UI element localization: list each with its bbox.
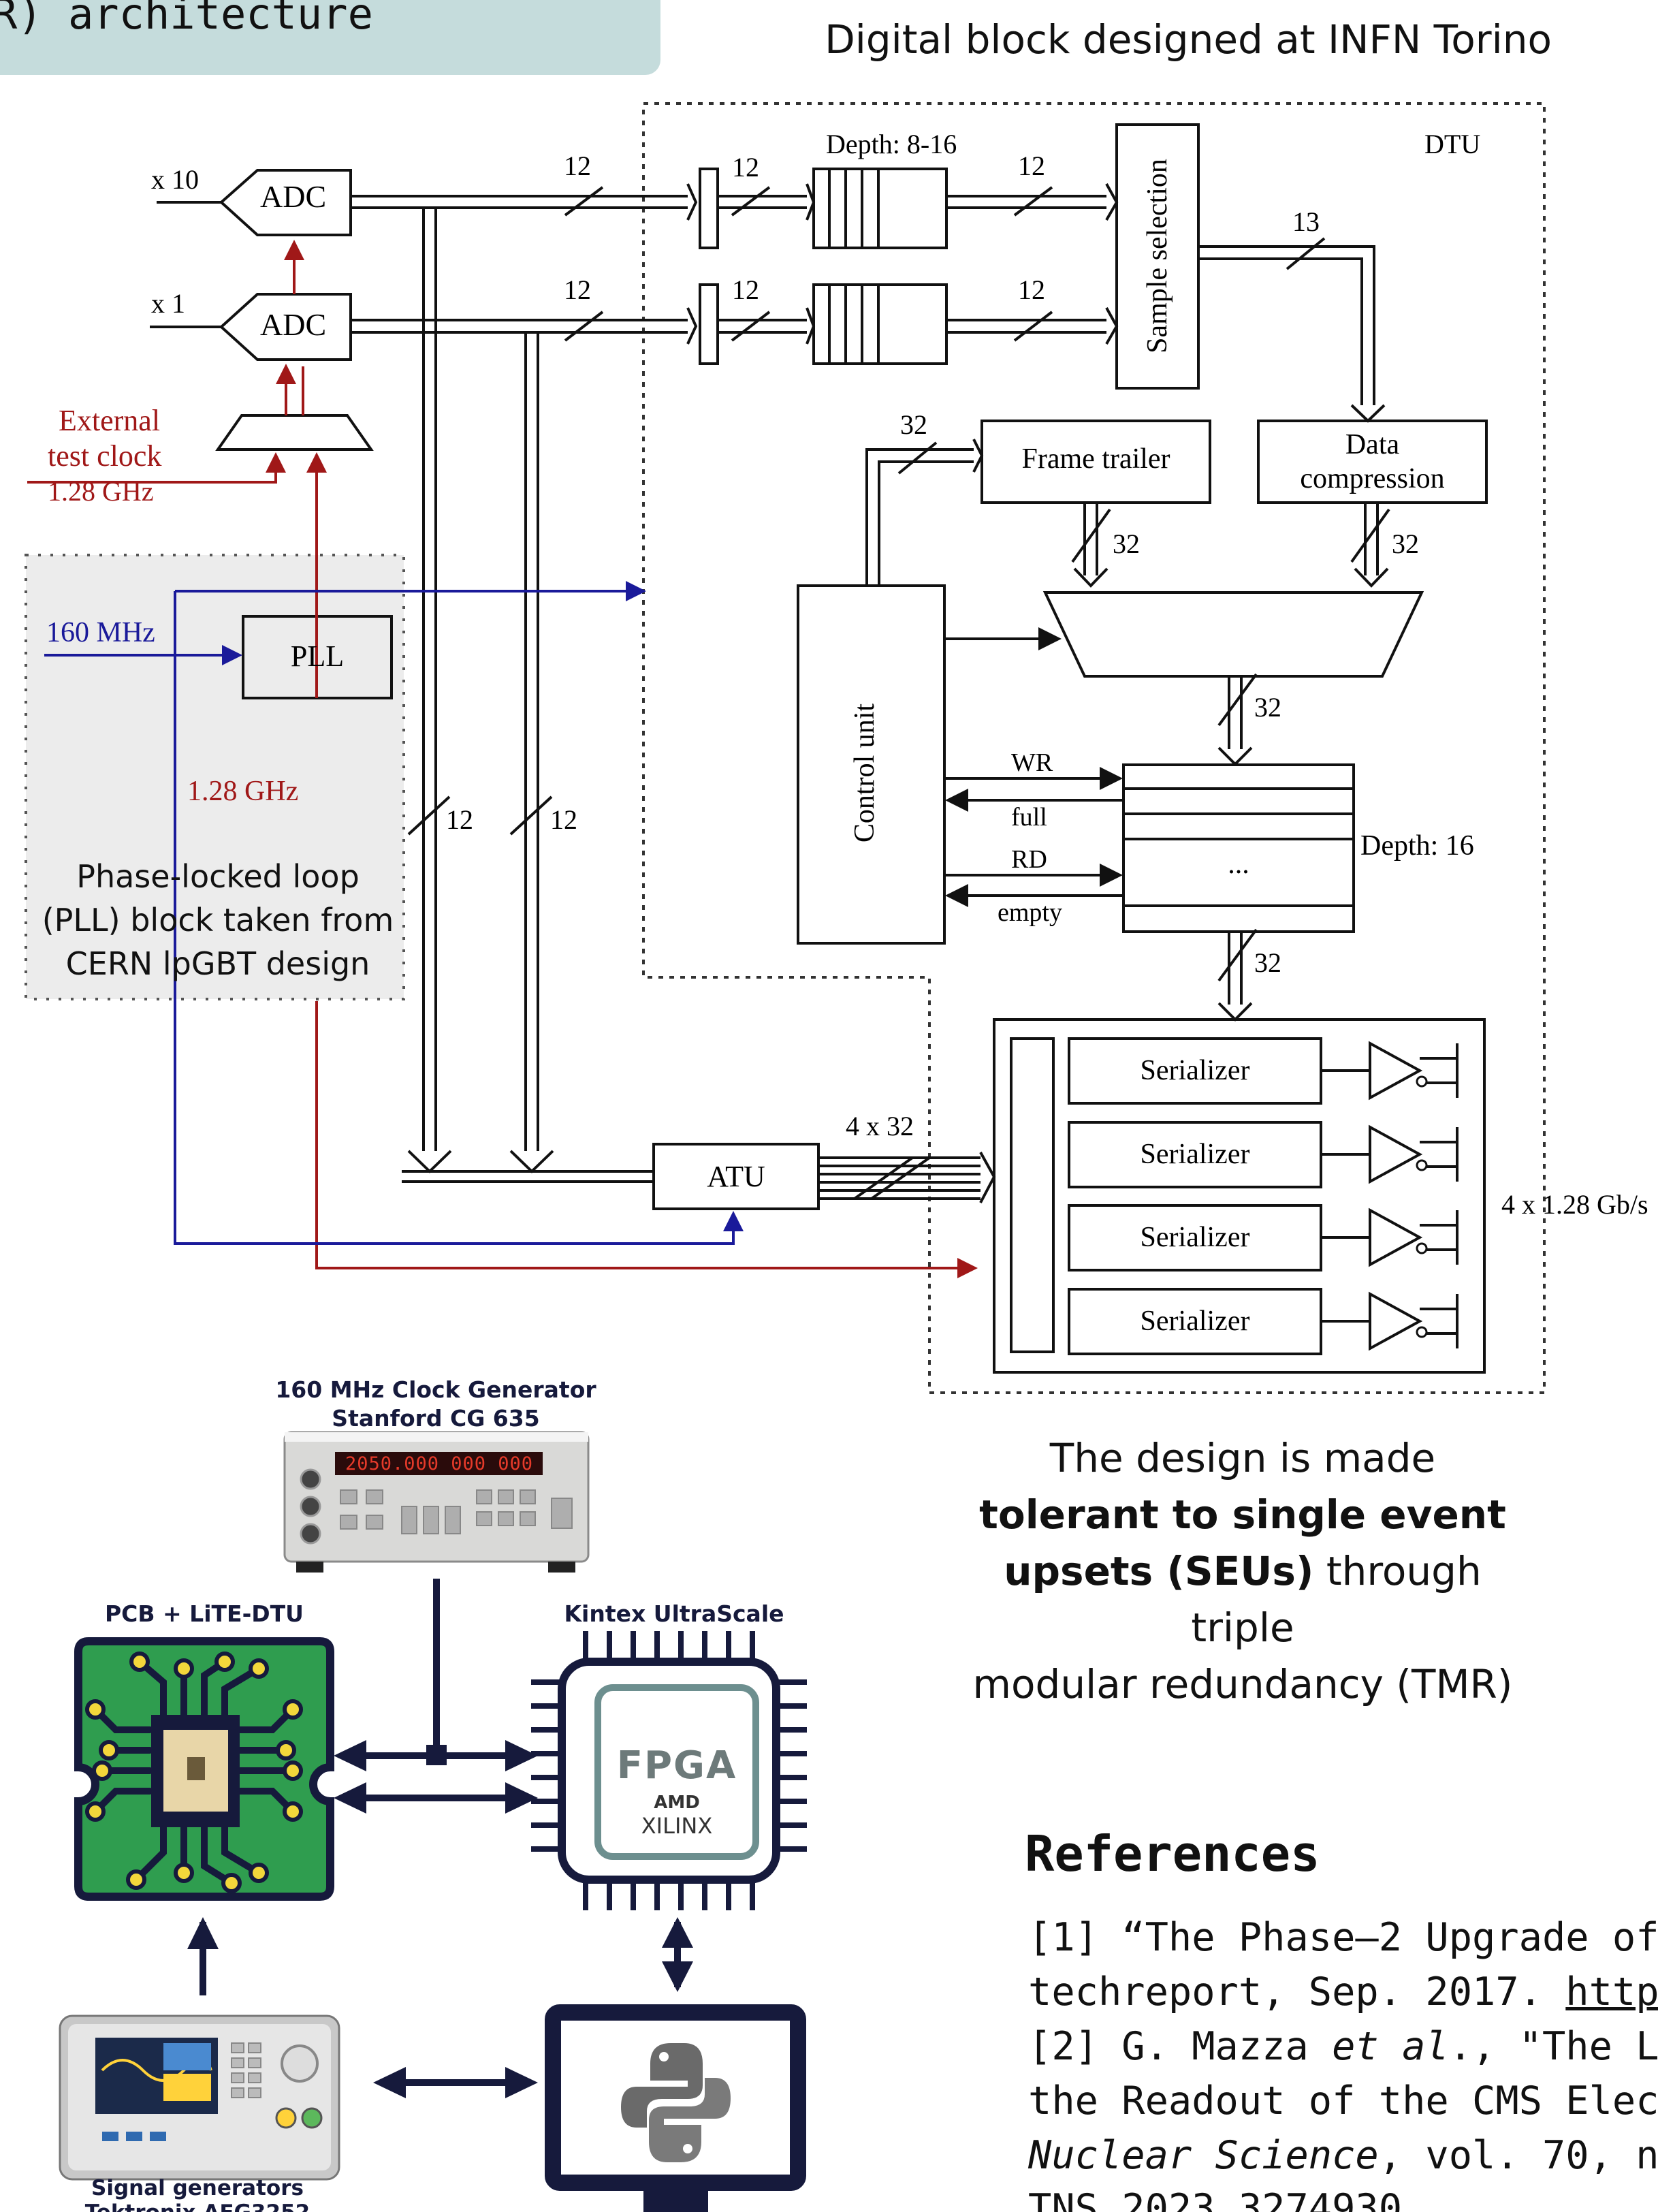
- references-heading: References: [1025, 1825, 1320, 1882]
- fpga-box-label: Kintex UltraScale: [538, 1600, 810, 1627]
- pll-caption-line: CERN lpGBT design: [27, 942, 409, 985]
- full-signal: full: [1011, 802, 1047, 832]
- bus-width-label: 12: [550, 804, 577, 836]
- rd-signal: RD: [1011, 844, 1047, 874]
- fpga-text: FPGA: [599, 1743, 754, 1788]
- bus-width-label: 12: [732, 151, 759, 183]
- pcb-label: PCB + LiTE-DTU: [68, 1600, 340, 1627]
- output-depth-label: Depth: 16: [1360, 830, 1474, 862]
- inverter-bubble-icon: [1417, 1327, 1426, 1337]
- clock-generator-title: 160 MHz Clock Generator: [259, 1376, 613, 1404]
- reference-2-line-3: Nuclear Science, vol. 70, n: [1028, 2133, 1658, 2178]
- data-compression-label-2: compression: [1258, 462, 1486, 496]
- serializer-label: Serializer: [1069, 1221, 1321, 1254]
- differential-output-lines: [1420, 1294, 1457, 1348]
- amd-text: AMD: [599, 1792, 754, 1813]
- bus-width-label: 32: [1113, 528, 1140, 560]
- atu-label: ATU: [654, 1159, 818, 1194]
- output-buffer-icon: [1370, 1043, 1420, 1098]
- fifo-dots: ...: [1123, 848, 1354, 881]
- bus-width-label: 32: [900, 409, 927, 441]
- bus-width-label: 12: [564, 150, 591, 182]
- wr-signal: WR: [1011, 748, 1053, 778]
- pll-caption-line: Phase-locked loop: [27, 855, 409, 898]
- pll-caption: Phase-locked loop (PLL) block taken from…: [27, 855, 409, 985]
- output-buffer-icon: [1370, 1127, 1420, 1182]
- reference-text: ., "The L: [1449, 2024, 1658, 2069]
- reference-text: techreport, Sep. 2017.: [1028, 1970, 1565, 2014]
- clock-display: 2050.000 000 000: [337, 1453, 541, 1474]
- bus-width-label: 4 x 32: [846, 1110, 914, 1142]
- output-rate-label: 4 x 1.28 Gb/s: [1501, 1188, 1648, 1220]
- signal-generator-label: Signal generators: [54, 2176, 340, 2200]
- differential-output-lines: [1420, 1210, 1457, 1265]
- output-buffer-icon: [1370, 1210, 1420, 1265]
- reference-journal: Nuclear Science: [1028, 2133, 1379, 2178]
- dtu-label: DTU: [1424, 128, 1480, 160]
- pll-input-freq: 160 MHz: [46, 616, 155, 649]
- bus-width-label: 12: [1018, 274, 1045, 306]
- serializer-label: Serializer: [1069, 1054, 1321, 1087]
- bus-width-label: 32: [1254, 691, 1281, 723]
- external-clock-label: External: [48, 403, 161, 439]
- bus-width-label: 12: [446, 804, 473, 836]
- control-unit-label: Control unit: [848, 704, 881, 842]
- differential-output-lines: [1420, 1127, 1457, 1182]
- clock-generator-model: Stanford CG 635: [259, 1404, 613, 1433]
- signal-generator-model: Tektronix AFG3252: [54, 2200, 340, 2212]
- reference-2-line-2: the Readout of the CMS Elec: [1028, 2079, 1658, 2123]
- adc-x1-label: ADC: [260, 306, 326, 343]
- adc-x10-label: ADC: [260, 178, 326, 215]
- reference-1-line-1: [1] “The Phase–2 Upgrade of: [1028, 1915, 1658, 1960]
- inverter-bubble-icon: [1417, 1160, 1426, 1170]
- output-mux: [1045, 592, 1422, 676]
- empty-signal: empty: [998, 898, 1062, 928]
- reference-italic: et al: [1332, 2024, 1449, 2069]
- inverter-bubble-icon: [1417, 1077, 1426, 1086]
- data-compression-label: Data: [1258, 428, 1486, 462]
- tmr-line: modular redundancy (TMR): [946, 1656, 1539, 1713]
- reference-link[interactable]: http: [1565, 1970, 1658, 2014]
- external-clock-freq: 1.28 GHz: [48, 474, 161, 509]
- inverter-bubble-icon: [1417, 1244, 1426, 1253]
- dtu-boundary: [643, 104, 1544, 1393]
- serializer-label: Serializer: [1069, 1138, 1321, 1171]
- fifo-depth-label: Depth: 8-16: [826, 128, 957, 160]
- tmr-bold-span: upsets (SEUs): [1004, 1548, 1313, 1594]
- reference-text: , vol. 70, n: [1379, 2133, 1658, 2178]
- bus-width-label: 12: [1018, 150, 1045, 182]
- bus-width-label: 32: [1392, 528, 1419, 560]
- reference-2-line-4: TNS.2023.3274930: [1028, 2186, 1402, 2212]
- bus-width-label: 32: [1254, 947, 1281, 979]
- reference-1-line-2: techreport, Sep. 2017. http: [1028, 1970, 1658, 2014]
- gain-x10-label: x 10: [151, 163, 199, 195]
- bus-width-label: 12: [564, 274, 591, 306]
- tmr-note: The design is made tolerant to single ev…: [946, 1430, 1539, 1713]
- clock-mux: [218, 415, 371, 449]
- tmr-bold-line: tolerant to single event: [979, 1491, 1506, 1538]
- gain-x1-label: x 1: [151, 287, 185, 319]
- pll-output-freq: 1.28 GHz: [187, 775, 298, 808]
- sample-selection-label: Sample selection: [1141, 159, 1174, 353]
- pll-label: PLL: [243, 639, 392, 674]
- frame-trailer-label: Frame trailer: [982, 443, 1210, 475]
- reference-2-line-1: [2] G. Mazza et al., "The L: [1028, 2024, 1658, 2069]
- xilinx-text: XILINX: [599, 1813, 754, 1839]
- bus-width-label: 13: [1292, 206, 1320, 238]
- serializer-label: Serializer: [1069, 1305, 1321, 1338]
- external-clock-label-2: test clock: [48, 439, 161, 474]
- differential-output-lines: [1420, 1043, 1457, 1098]
- tmr-line: The design is made: [946, 1430, 1539, 1487]
- pll-caption-line: (PLL) block taken from: [27, 898, 409, 942]
- reference-text: [2] G. Mazza: [1028, 2024, 1332, 2069]
- output-buffer-icon: [1370, 1294, 1420, 1348]
- bus-width-label: 12: [732, 274, 759, 306]
